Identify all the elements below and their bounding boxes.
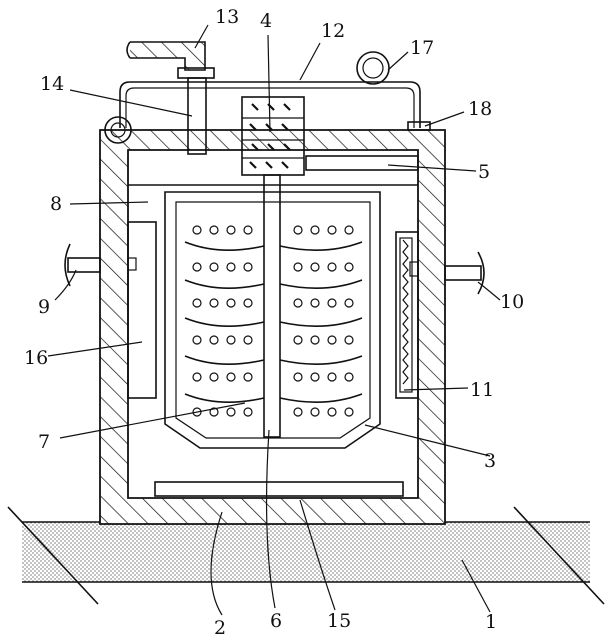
label-2: 2	[214, 617, 226, 639]
housing	[100, 130, 445, 524]
right-heating-panel	[396, 232, 418, 398]
label-13: 13	[215, 6, 239, 28]
label-4: 4	[260, 10, 272, 32]
label-9: 9	[38, 296, 50, 318]
label-8: 8	[50, 193, 62, 215]
stirring-shaft	[264, 175, 280, 437]
bottom-heater	[155, 482, 403, 496]
label-10: 10	[500, 291, 524, 313]
label-5: 5	[478, 161, 490, 183]
left-side-panel	[128, 222, 156, 398]
label-1: 1	[485, 611, 497, 633]
label-7: 7	[38, 431, 50, 453]
outlet-pipe-right	[445, 252, 484, 294]
lifting-ring	[357, 52, 389, 84]
label-6: 6	[270, 610, 282, 632]
label-17: 17	[410, 37, 434, 59]
inner-chamber	[165, 192, 380, 448]
label-16: 16	[24, 347, 48, 369]
label-12: 12	[321, 20, 345, 42]
label-18: 18	[468, 98, 492, 120]
label-11: 11	[470, 379, 494, 401]
perforation-holes	[193, 226, 353, 416]
label-3: 3	[484, 450, 496, 472]
heater-strip	[306, 156, 418, 170]
label-15: 15	[327, 610, 351, 632]
label-14: 14	[40, 73, 64, 95]
inlet-pipe-left	[65, 244, 100, 286]
